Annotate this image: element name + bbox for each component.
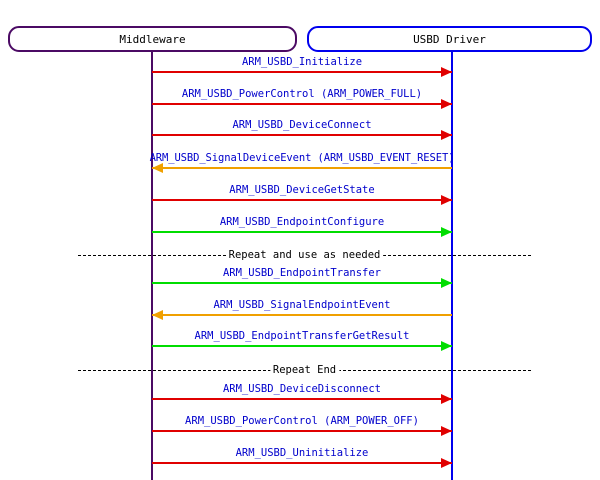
message-label: ARM_USBD_SignalDeviceEvent (ARM_USBD_EVE… [149, 152, 455, 164]
lifeline-usbd-driver [451, 52, 453, 480]
message-line [152, 134, 452, 136]
message-label: ARM_USBD_PowerControl (ARM_POWER_FULL) [181, 88, 423, 100]
message-line [152, 199, 452, 201]
arrowhead-right-icon [441, 227, 452, 237]
message-label: ARM_USBD_EndpointTransfer [222, 267, 382, 279]
message-line [152, 167, 452, 169]
message-label: ARM_USBD_DeviceDisconnect [222, 383, 382, 395]
message-line [152, 231, 452, 233]
message-label: ARM_USBD_SignalEndpointEvent [213, 299, 391, 311]
arrowhead-right-icon [441, 341, 452, 351]
message-line [152, 71, 452, 73]
separator-label: Repeat and use as needed [225, 248, 384, 262]
arrowhead-left-icon [152, 163, 163, 173]
message-line [152, 462, 452, 464]
message-label: ARM_USBD_EndpointTransferGetResult [194, 330, 410, 342]
arrowhead-right-icon [441, 67, 452, 77]
arrowhead-right-icon [441, 394, 452, 404]
participant-usbd-driver-label: USBD Driver [413, 32, 486, 46]
arrowhead-right-icon [441, 99, 452, 109]
message-label: ARM_USBD_EndpointConfigure [219, 216, 385, 228]
message-label: ARM_USBD_DeviceGetState [229, 184, 375, 196]
participant-usbd-driver[interactable]: USBD Driver [307, 26, 592, 52]
message-label: ARM_USBD_DeviceConnect [232, 119, 372, 131]
participant-middleware-label: Middleware [119, 32, 186, 46]
message-line [152, 282, 452, 284]
message-line [152, 398, 452, 400]
arrowhead-right-icon [441, 426, 452, 436]
participant-middleware[interactable]: Middleware [8, 26, 297, 52]
separator-note: Repeat and use as needed [78, 248, 531, 263]
arrowhead-right-icon [441, 130, 452, 140]
message-line [152, 345, 452, 347]
message-label: ARM_USBD_Initialize [241, 56, 363, 68]
separator-note: Repeat End [78, 363, 531, 378]
arrowhead-right-icon [441, 458, 452, 468]
message-line [152, 430, 452, 432]
arrowhead-right-icon [441, 278, 452, 288]
lifeline-middleware [151, 52, 153, 480]
message-label: ARM_USBD_PowerControl (ARM_POWER_OFF) [185, 415, 419, 427]
message-label: ARM_USBD_Uninitialize [235, 447, 369, 459]
message-line [152, 314, 452, 316]
arrowhead-right-icon [441, 195, 452, 205]
message-line [152, 103, 452, 105]
arrowhead-left-icon [152, 310, 163, 320]
separator-label: Repeat End [269, 363, 340, 377]
